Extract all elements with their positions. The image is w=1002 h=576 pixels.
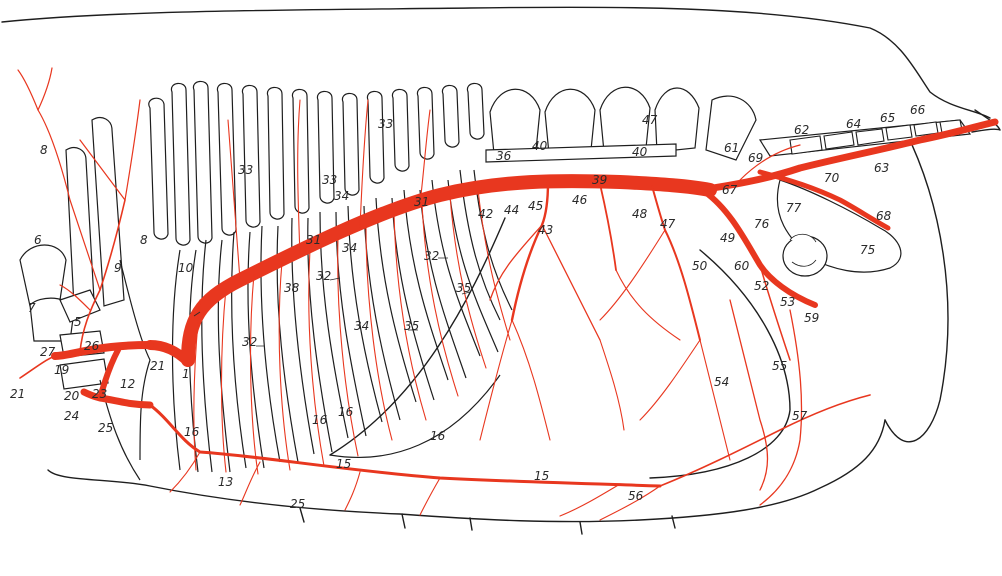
label-10: 10 — [178, 261, 194, 275]
label-56: 56 — [628, 489, 644, 503]
label-12: 12 — [120, 377, 135, 391]
label-16: 16 — [430, 429, 446, 443]
label-15: 15 — [534, 469, 549, 483]
label-32: 32 — [242, 335, 257, 349]
label-33: 33 — [322, 173, 337, 187]
abdominal-cavity-outline — [330, 218, 790, 478]
label-42: 42 — [478, 207, 493, 221]
label-54: 54 — [714, 375, 729, 389]
label-26: 26 — [84, 339, 100, 353]
label-50: 50 — [692, 259, 708, 273]
spinous-processes — [149, 81, 484, 245]
label-63: 63 — [874, 161, 889, 175]
label-32: 32 — [424, 249, 439, 263]
label-60: 60 — [734, 259, 750, 273]
label-8: 8 — [40, 143, 48, 157]
label-70: 70 — [824, 171, 840, 185]
label-66: 66 — [910, 103, 926, 117]
label-19: 19 — [54, 363, 69, 377]
label-75: 75 — [860, 243, 875, 257]
label-25: 25 — [290, 497, 305, 511]
label-38: 38 — [284, 281, 300, 295]
label-45: 45 — [528, 199, 543, 213]
label-59: 59 — [804, 311, 819, 325]
label-6: 6 — [34, 233, 42, 247]
label-49: 49 — [720, 231, 735, 245]
flank-line — [885, 130, 948, 442]
label-34: 34 — [354, 319, 369, 333]
label-20: 20 — [64, 389, 80, 403]
label-69: 69 — [748, 151, 763, 165]
label-7: 7 — [28, 301, 36, 315]
lumbar-vertebrae — [486, 87, 699, 162]
ventral-contour — [48, 420, 885, 522]
label-32: 32 — [316, 269, 331, 283]
label-68: 68 — [876, 209, 892, 223]
label-55: 55 — [772, 359, 787, 373]
label-16: 16 — [338, 405, 354, 419]
label-8: 8 — [140, 233, 148, 247]
label-48: 48 — [632, 207, 648, 221]
label-23: 23 — [92, 387, 107, 401]
label-24: 24 — [64, 409, 79, 423]
label-34: 34 — [334, 189, 349, 203]
label-34: 34 — [342, 241, 357, 255]
label-44: 44 — [504, 203, 519, 217]
label-52: 52 — [754, 279, 769, 293]
label-40: 40 — [532, 139, 548, 153]
label-46: 46 — [572, 193, 588, 207]
label-47: 47 — [660, 217, 676, 231]
label-61: 61 — [724, 141, 739, 155]
label-13: 13 — [218, 475, 233, 489]
label-9: 9 — [114, 261, 122, 275]
label-65: 65 — [880, 111, 895, 125]
label-53: 53 — [780, 295, 795, 309]
label-67: 67 — [722, 183, 738, 197]
label-47: 47 — [642, 113, 658, 127]
label-21: 21 — [150, 359, 165, 373]
label-15: 15 — [336, 457, 351, 471]
label-16: 16 — [312, 413, 328, 427]
label-16: 16 — [184, 425, 200, 439]
label-25: 25 — [98, 421, 113, 435]
obturator-foramen — [783, 236, 827, 276]
label-62: 62 — [794, 123, 809, 137]
label-5: 5 — [74, 315, 82, 329]
label-39: 39 — [592, 173, 607, 187]
label-64: 64 — [846, 117, 861, 131]
label-36: 36 — [496, 149, 512, 163]
label-40: 40 — [632, 145, 648, 159]
label-33: 33 — [378, 117, 393, 131]
label-57: 57 — [792, 409, 808, 423]
label-33: 33 — [238, 163, 253, 177]
label-76: 76 — [754, 217, 770, 231]
label-27: 27 — [40, 345, 56, 359]
label-77: 77 — [786, 201, 802, 215]
label-31: 31 — [414, 195, 429, 209]
label-1: 1 — [182, 367, 190, 381]
label-21: 21 — [10, 387, 25, 401]
label-35: 35 — [456, 281, 471, 295]
label-43: 43 — [538, 223, 553, 237]
renal-artery — [600, 184, 616, 270]
label-31: 31 — [306, 233, 321, 247]
label-35: 35 — [404, 319, 419, 333]
